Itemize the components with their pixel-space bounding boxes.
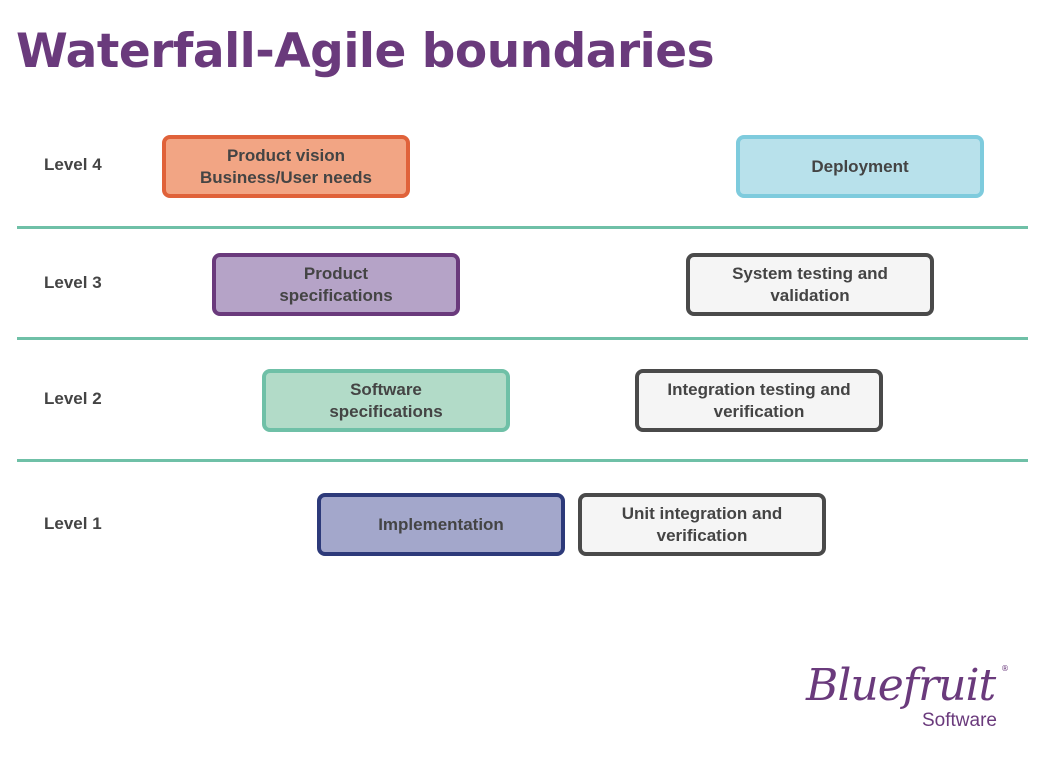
integration-testing-line-1: Integration testing and — [667, 379, 851, 399]
level-4-label: Level 4 — [44, 155, 102, 174]
page-title: Waterfall-Agile boundaries — [16, 24, 715, 79]
implementation-box: Implementation — [317, 493, 565, 556]
unit-integration-box: Unit integration and verification — [578, 493, 826, 556]
deployment-box: Deployment — [736, 135, 984, 198]
deployment-line-1: Deployment — [811, 156, 909, 176]
logo-registered-mark: ® — [1001, 664, 1009, 673]
product-vision-line-1: Product vision — [226, 145, 346, 165]
software-specifications-line-1: Software — [350, 379, 422, 399]
integration-testing-line-2: verification — [713, 401, 805, 421]
integration-testing-box: Integration testing and verification — [635, 369, 883, 432]
product-vision-line-2: Business/User needs — [200, 167, 372, 187]
system-testing-box: System testing and validation — [686, 253, 934, 316]
level-divider-2-1 — [17, 459, 1028, 462]
product-vision-box: Product vision Business/User needs — [162, 135, 410, 198]
system-testing-line-1: System testing and — [732, 263, 888, 283]
implementation-line-1: Implementation — [378, 514, 504, 534]
level-divider-4-3 — [17, 226, 1028, 229]
logo-script: Bluefruit — [806, 660, 996, 711]
unit-integration-line-2: verification — [656, 525, 748, 545]
system-testing-line-2: validation — [770, 285, 850, 305]
bluefruit-logo: Bluefruit ® Software — [800, 660, 1015, 735]
software-specifications-line-2: specifications — [329, 401, 443, 421]
software-specifications-box: Software specifications — [262, 369, 510, 432]
product-specifications-line-1: Product — [303, 263, 369, 283]
level-2-label: Level 2 — [44, 389, 102, 408]
product-specifications-line-2: specifications — [279, 285, 393, 305]
level-3-label: Level 3 — [44, 273, 102, 292]
logo-subtitle: Software — [922, 710, 997, 731]
level-divider-3-2 — [17, 337, 1028, 340]
level-1-label: Level 1 — [44, 514, 102, 533]
unit-integration-line-1: Unit integration and — [621, 503, 783, 523]
product-specifications-box: Product specifications — [212, 253, 460, 316]
